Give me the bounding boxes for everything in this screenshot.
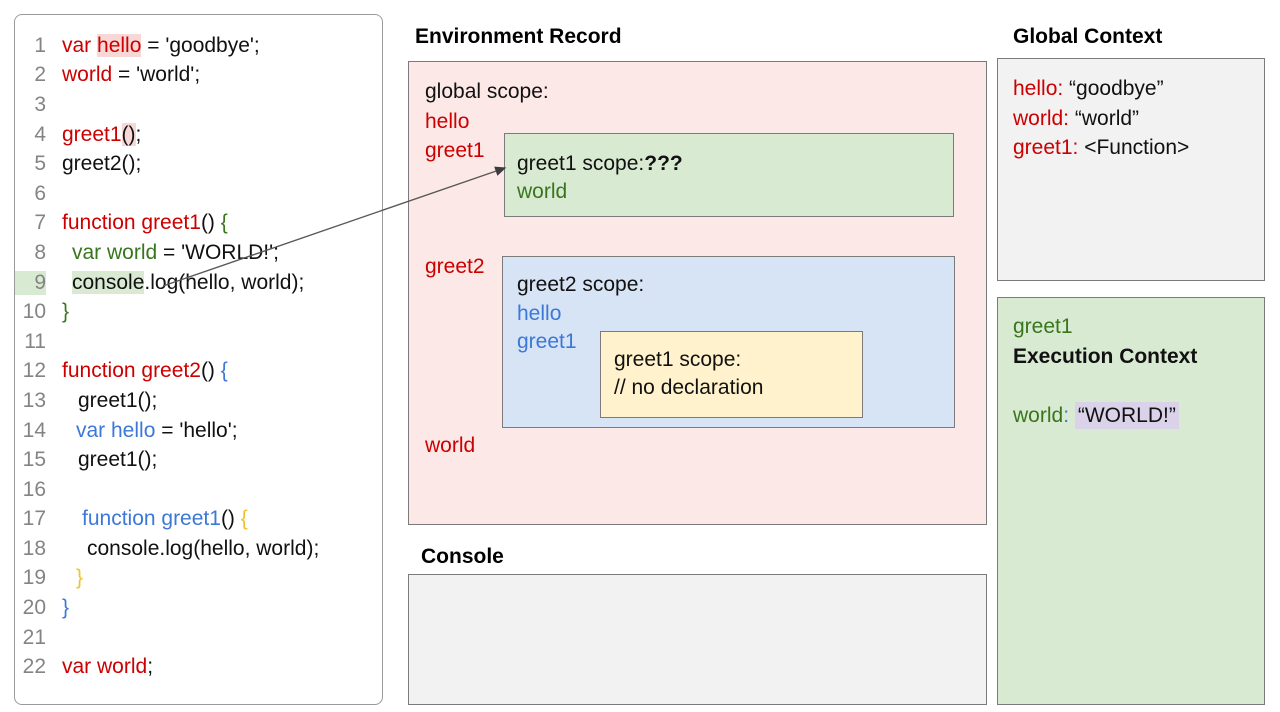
context-entry-hello: hello: “goodbye” xyxy=(1013,77,1164,100)
global-scope-box: global scope: hello greet1 greet2 world … xyxy=(408,61,987,525)
greet1-scope-box: greet1 scope:??? world xyxy=(504,133,954,217)
exec-var-colon: : xyxy=(1063,403,1075,427)
environment-record-title: Environment Record xyxy=(415,25,622,48)
line-number: 9 xyxy=(15,270,46,295)
global-var-world: world xyxy=(425,434,476,457)
global-context-box: hello: “goodbye” world: “world” greet1: <F… xyxy=(997,58,1265,281)
line-number: 6 xyxy=(34,181,46,205)
code-line-11: 11 xyxy=(15,327,382,357)
spacer xyxy=(1013,371,1264,401)
global-var-greet1: greet1 xyxy=(425,139,485,163)
line-number: 20 xyxy=(22,596,46,620)
global-context-entries: hello: “goodbye” world: “world” greet1: <F… xyxy=(1013,74,1264,163)
line-number: 11 xyxy=(24,329,46,353)
exec-var-value: “WORLD!” xyxy=(1074,401,1179,429)
line-number: 21 xyxy=(22,625,46,649)
inner-greet1-scope-label: greet1 scope: xyxy=(614,348,742,371)
line-number: 12 xyxy=(22,359,46,383)
context-entry-greet1: greet1: <Function> xyxy=(1013,136,1190,160)
code-line-3: 3 xyxy=(15,90,382,120)
line-number: 17 xyxy=(22,507,46,531)
context-entry-world: world: “world” xyxy=(1013,106,1140,130)
greet2-scope-label: greet2 scope: xyxy=(517,273,645,296)
inner-greet1-scope-box: greet1 scope: // no declaration xyxy=(600,331,863,418)
global-var-greet2: greet2 xyxy=(425,255,485,278)
code-line-19: 19} xyxy=(15,564,382,594)
execution-context-fn-name: greet1 xyxy=(1013,315,1073,338)
line-number: 19 xyxy=(22,566,46,590)
code-line-21: 21 xyxy=(15,623,382,653)
code-line-20: 20} xyxy=(15,593,382,623)
global-context-title: Global Context xyxy=(1013,25,1163,48)
line-number: 13 xyxy=(22,388,46,412)
execution-context-title: Execution Context xyxy=(1013,344,1198,368)
greet1-scope-label: greet1 scope: xyxy=(517,152,645,175)
code-line-6: 6 xyxy=(15,179,382,209)
line-number: 7 xyxy=(34,211,46,235)
console-output-box xyxy=(408,574,987,705)
line-number: 22 xyxy=(22,655,46,679)
line-number: 16 xyxy=(22,477,46,501)
greet1-scope-label-line: greet1 scope:??? xyxy=(517,150,953,178)
line-number: 14 xyxy=(22,418,46,442)
line-number: 1 xyxy=(34,33,46,57)
code-line-16: 16 xyxy=(15,475,382,505)
line-number: 5 xyxy=(34,152,46,176)
greet1-scope-unknown: ??? xyxy=(644,152,683,175)
line-number: 15 xyxy=(22,448,46,472)
line-number: 18 xyxy=(22,536,46,560)
line-number: 2 xyxy=(34,63,46,87)
code-line-10: 10} xyxy=(15,297,382,327)
greet2-scope-var-hello: hello xyxy=(517,301,562,325)
global-scope-label: global scope: xyxy=(425,80,549,103)
inner-greet1-scope-comment: // no declaration xyxy=(614,376,764,399)
line-number: 3 xyxy=(34,92,46,116)
execution-context-entry: world: “WORLD!” xyxy=(1013,401,1264,431)
execution-context-box: greet1 Execution Context world: “WORLD!” xyxy=(997,297,1265,705)
greet2-scope-box: greet2 scope: hello greet1 greet1 scope:… xyxy=(502,256,955,428)
line-number: 10 xyxy=(22,300,46,324)
line-number: 8 xyxy=(34,240,46,264)
global-var-hello: hello xyxy=(425,109,470,133)
greet2-scope-var-greet1: greet1 xyxy=(517,330,577,354)
console-title: Console xyxy=(421,545,504,568)
exec-var-name: world xyxy=(1013,403,1064,427)
line-number: 4 xyxy=(34,122,46,146)
greet1-scope-var-world: world xyxy=(517,180,568,203)
